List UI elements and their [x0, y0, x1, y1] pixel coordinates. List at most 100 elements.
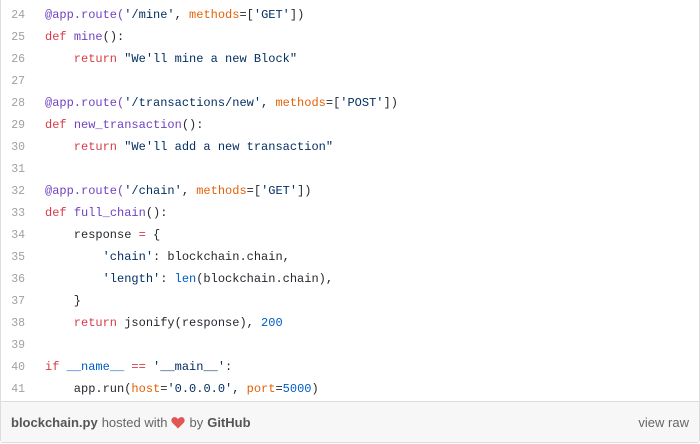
code-text: 'chain': blockchain.chain,	[45, 250, 699, 264]
code-token: 'GET'	[261, 184, 298, 198]
heart-icon	[171, 416, 186, 429]
code-token: (blockchain.chain),	[196, 272, 334, 286]
code-view: 24@app.route('/mine', methods=['GET'])25…	[1, 4, 699, 400]
code-text: if __name__ == '__main__':	[45, 360, 699, 374]
code-line: 32@app.route('/chain', methods=['GET'])	[1, 180, 699, 202]
line-number[interactable]: 39	[11, 338, 25, 352]
code-token: : blockchain.chain,	[153, 250, 290, 264]
code-line: 27	[1, 70, 699, 92]
code-token: 'chain'	[102, 250, 154, 264]
code-text: return "We'll add a new transaction"	[45, 140, 699, 154]
line-number[interactable]: 24	[11, 8, 25, 22]
line-number[interactable]: 27	[11, 74, 25, 88]
code-token: def	[45, 30, 74, 44]
code-token: len	[174, 272, 197, 286]
view-raw-link[interactable]: view raw	[638, 414, 689, 430]
code-line: 24 @app.route('/mine', methods=['GET'])	[1, 4, 699, 26]
code-token: 200	[261, 316, 283, 330]
code-line: 35 'chain': blockchain.chain,	[1, 246, 699, 268]
code-text: 'length': len(blockchain.chain),	[45, 272, 699, 286]
line-number[interactable]: 28	[11, 96, 25, 110]
code-token: methods	[189, 8, 240, 22]
github-link[interactable]: GitHub	[207, 414, 251, 430]
hosted-with-text: hosted with	[101, 414, 168, 430]
code-token: methods	[196, 184, 247, 198]
code-token: ,	[232, 382, 247, 396]
code-token: ,	[181, 184, 197, 198]
line-number[interactable]: 26	[11, 52, 25, 66]
code-token: @app.route(	[45, 184, 125, 198]
code-token: return	[45, 52, 125, 66]
code-token: }	[45, 294, 82, 308]
code-token: ,	[174, 8, 190, 22]
code-token: :	[160, 272, 175, 286]
code-token: ():	[102, 30, 125, 44]
code-token: "We'll mine a new Block"	[124, 52, 298, 66]
line-number[interactable]: 41	[11, 382, 25, 396]
code-line: 39	[1, 334, 699, 356]
code-token: ==	[131, 360, 146, 374]
code-line: 25 def mine():	[1, 26, 699, 48]
code-token: =[	[325, 96, 341, 110]
gist-footer: blockchain.py hosted with by GitHub view…	[1, 401, 699, 442]
code-token: {	[145, 228, 161, 242]
code-token: mine	[73, 30, 103, 44]
code-line: 28@app.route('/transactions/new', method…	[1, 92, 699, 114]
line-number[interactable]: 37	[11, 294, 25, 308]
file-link[interactable]: blockchain.py	[11, 414, 98, 430]
line-number[interactable]: 40	[11, 360, 25, 374]
code-text: return "We'll mine a new Block"	[45, 52, 699, 66]
code-token: ():	[181, 118, 204, 132]
line-number[interactable]: 32	[11, 184, 25, 198]
code-token: 'length'	[102, 272, 161, 286]
code-token: @app.route(	[45, 8, 125, 22]
code-token: response	[45, 228, 139, 242]
code-token: new_transaction	[73, 118, 182, 132]
code-text: return jsonify(response), 200	[45, 316, 699, 330]
line-number[interactable]: 38	[11, 316, 25, 330]
line-number[interactable]: 36	[11, 272, 25, 286]
line-number[interactable]: 34	[11, 228, 25, 242]
code-token	[45, 272, 103, 286]
code-line: 37 }	[1, 290, 699, 312]
code-text: def mine():	[45, 30, 699, 44]
code-token: '/mine'	[124, 8, 175, 22]
code-line: 36 'length': len(blockchain.chain),	[1, 268, 699, 290]
line-number[interactable]: 29	[11, 118, 25, 132]
code-token: '/transactions/new'	[124, 96, 262, 110]
code-token	[146, 360, 153, 374]
code-token: =	[160, 382, 168, 396]
code-token: =[	[246, 184, 262, 198]
code-line: 29 def new_transaction():	[1, 114, 699, 136]
code-token: return	[45, 316, 125, 330]
code-token: ])	[383, 96, 398, 110]
code-token: 'POST'	[340, 96, 384, 110]
code-text: response = {	[45, 228, 699, 242]
code-token: :	[225, 360, 233, 374]
code-token: port	[246, 382, 276, 396]
code-line: 30 return "We'll add a new transaction"	[1, 136, 699, 158]
code-token: ():	[145, 206, 168, 220]
line-number[interactable]: 30	[11, 140, 25, 154]
line-number[interactable]: 25	[11, 30, 25, 44]
code-token: "We'll add a new transaction"	[124, 140, 334, 154]
line-number[interactable]: 33	[11, 206, 25, 220]
code-token: def	[45, 118, 74, 132]
code-text: def new_transaction():	[45, 118, 699, 132]
gist-meta-left: blockchain.py hosted with by GitHub	[11, 415, 251, 430]
code-token: 'GET'	[253, 8, 290, 22]
code-line: 38 return jsonify(response), 200	[1, 312, 699, 334]
line-number[interactable]: 35	[11, 250, 25, 264]
code-text: }	[45, 294, 699, 308]
code-token: app.run(	[45, 382, 132, 396]
code-line: 41 app.run(host='0.0.0.0', port=5000)	[1, 378, 699, 400]
code-token: __name__	[66, 360, 125, 374]
line-number[interactable]: 31	[11, 162, 25, 176]
code-token: '__main__'	[153, 360, 226, 374]
code-text: @app.route('/mine', methods=['GET'])	[45, 8, 699, 22]
code-token: ])	[297, 184, 312, 198]
code-token: if	[45, 360, 67, 374]
code-token: full_chain	[73, 206, 146, 220]
